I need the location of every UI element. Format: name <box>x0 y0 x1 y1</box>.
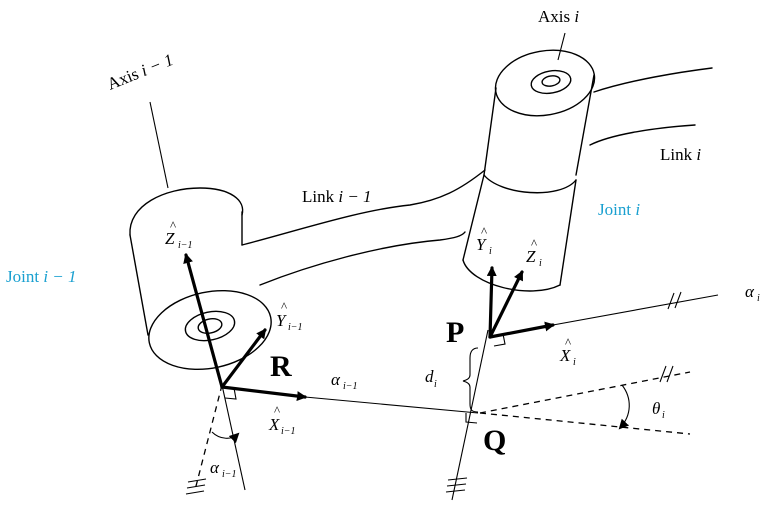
q-right-angle <box>465 413 478 424</box>
svg-text:Z: Z <box>165 229 175 248</box>
svg-text:X: X <box>559 346 571 365</box>
svg-text:i−1: i−1 <box>178 240 193 251</box>
svg-text:α: α <box>331 370 341 389</box>
d-i-label: d i <box>425 367 437 390</box>
alpha-i-line <box>552 294 719 326</box>
theta-dashed-lines <box>479 371 691 435</box>
svg-text:i−1: i−1 <box>343 381 358 392</box>
svg-text:^: ^ <box>565 335 571 350</box>
link-i-minus-1-body <box>241 169 486 286</box>
theta-i-label: θ i <box>652 399 665 421</box>
svg-text:^: ^ <box>481 224 487 239</box>
svg-text:^: ^ <box>274 403 280 418</box>
alpha-i-minus-1-low-label: α i−1 <box>210 458 237 480</box>
alpha-i-label: α i <box>745 282 760 304</box>
x-hat-i-minus-1-label: X ^ i−1 <box>268 403 296 437</box>
svg-text:i: i <box>662 410 665 421</box>
svg-text:Y: Y <box>276 311 287 330</box>
x-hat-i-label: X ^ i <box>559 335 576 368</box>
joint-i-minus-1-cylinder <box>129 187 272 371</box>
svg-text:^: ^ <box>281 299 287 314</box>
svg-text:X: X <box>268 415 280 434</box>
svg-text:α: α <box>210 458 220 477</box>
y-hat-i-minus-1-label: Y ^ i−1 <box>276 299 303 333</box>
point-r-label: R <box>270 350 292 383</box>
alpha-i-minus-1-mid-label: α i−1 <box>331 370 358 392</box>
svg-text:α: α <box>745 282 755 301</box>
axis-i-line <box>451 32 566 501</box>
svg-text:i−1: i−1 <box>288 322 303 333</box>
point-p-label: P <box>446 316 464 349</box>
svg-text:Y: Y <box>476 235 487 254</box>
svg-text:^: ^ <box>531 236 537 251</box>
d-i-brace <box>462 347 479 413</box>
svg-text:d: d <box>425 367 434 386</box>
svg-text:i: i <box>539 258 542 269</box>
y-hat-i-label: Y ^ i <box>476 224 492 257</box>
joint-i-minus-1-label: Joint i − 1 <box>6 267 77 286</box>
svg-text:i: i <box>573 357 576 368</box>
break-marks <box>185 291 682 495</box>
axis-i-minus-1-label: Axis i − 1 <box>104 50 176 94</box>
svg-text:i: i <box>434 379 437 390</box>
common-normal-line <box>304 396 479 414</box>
svg-text:i: i <box>757 293 760 304</box>
svg-text:i: i <box>489 246 492 257</box>
point-q-label: Q <box>483 424 506 457</box>
svg-text:i−1: i−1 <box>281 426 296 437</box>
svg-text:θ: θ <box>652 399 660 418</box>
frame-i <box>486 266 555 347</box>
frame-i-minus-1 <box>183 253 307 402</box>
z-hat-i-label: Z ^ i <box>526 236 542 269</box>
link-i-body <box>589 67 713 146</box>
link-i-label: Link i <box>660 145 701 164</box>
svg-text:i−1: i−1 <box>222 469 237 480</box>
axis-i-label: Axis i <box>538 7 579 26</box>
joint-i-cylinder <box>462 49 596 292</box>
svg-text:Z: Z <box>526 247 536 266</box>
link-i-minus-1-label: Link i − 1 <box>302 187 372 206</box>
joint-i-label: Joint i <box>598 200 640 219</box>
svg-text:^: ^ <box>170 218 176 233</box>
alpha-i-minus-1-arc <box>211 431 240 444</box>
z-hat-i-minus-1-label: Z ^ i−1 <box>165 218 193 251</box>
